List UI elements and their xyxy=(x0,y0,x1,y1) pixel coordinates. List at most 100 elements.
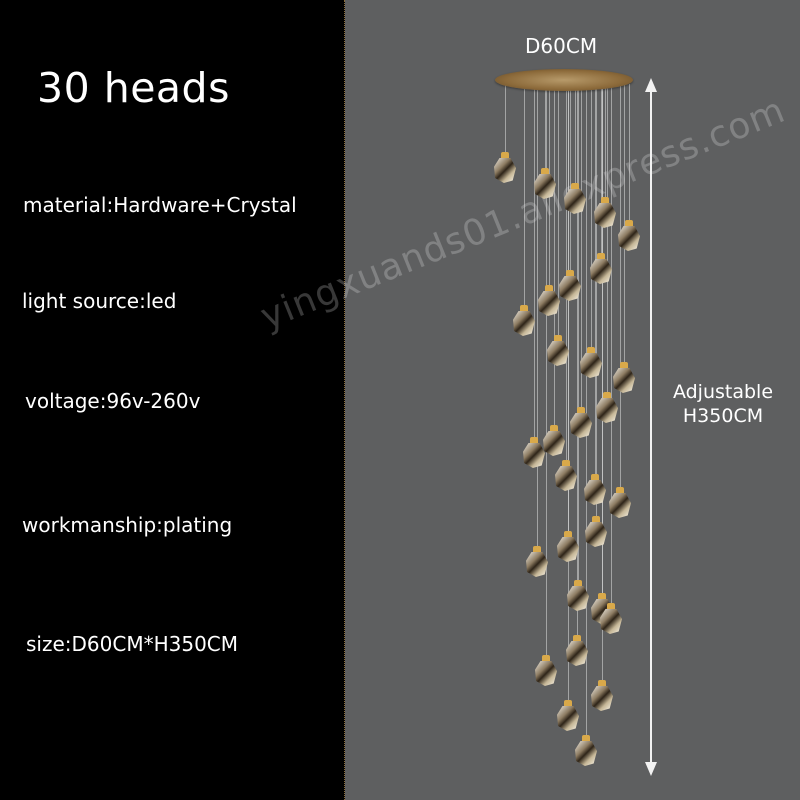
pendant-cap xyxy=(597,253,605,260)
ceiling-canopy xyxy=(495,69,633,91)
pendant-cap xyxy=(603,392,611,399)
crystal-pendant xyxy=(556,700,580,732)
pendant-wire xyxy=(570,84,571,270)
product-image-panel xyxy=(345,0,800,800)
diameter-label: D60CM xyxy=(525,34,598,58)
crystal-gem-icon xyxy=(570,413,592,438)
pendant-cap xyxy=(582,735,590,742)
crystal-gem-icon xyxy=(600,609,622,634)
crystal-gem-icon xyxy=(547,341,569,366)
crystal-pendant xyxy=(583,474,607,506)
crystal-gem-icon xyxy=(534,174,556,199)
pendant-wire xyxy=(546,84,547,655)
pendant-wire xyxy=(577,84,578,635)
crystal-gem-icon xyxy=(596,398,618,423)
pendant-wire xyxy=(568,84,569,700)
crystal-pendant xyxy=(589,253,613,285)
crystal-pendant xyxy=(542,425,566,457)
pendant-cap xyxy=(554,335,562,342)
pendant-cap xyxy=(564,531,572,538)
pendant-wire xyxy=(537,84,538,546)
crystal-pendant xyxy=(533,168,557,200)
pendant-wire xyxy=(611,84,612,603)
crystal-pendant xyxy=(563,183,587,215)
pendant-wire xyxy=(505,84,506,152)
crystal-gem-icon xyxy=(557,537,579,562)
crystal-pendant xyxy=(493,152,517,184)
crystal-pendant xyxy=(599,603,623,635)
crystal-gem-icon xyxy=(567,586,589,611)
pendant-cap xyxy=(545,285,553,292)
pendant-cap xyxy=(607,603,615,610)
crystal-gem-icon xyxy=(575,741,597,766)
crystal-gem-icon xyxy=(585,522,607,547)
pendant-wire xyxy=(602,84,603,680)
pendant-wire xyxy=(601,84,602,253)
crystal-pendant xyxy=(608,487,632,519)
pendant-cap xyxy=(591,474,599,481)
crystal-gem-icon xyxy=(609,493,631,518)
pendant-cap xyxy=(616,487,624,494)
height-dimension-line xyxy=(650,90,652,762)
pendant-cap xyxy=(530,437,538,444)
pendant-cap xyxy=(598,593,606,600)
crystal-pendant xyxy=(554,460,578,492)
crystal-pendant xyxy=(556,531,580,563)
crystal-pendant xyxy=(617,220,641,252)
pendant-cap xyxy=(587,347,595,354)
pendant-cap xyxy=(501,152,509,159)
crystal-gem-icon xyxy=(618,226,640,251)
crystal-pendant xyxy=(590,680,614,712)
crystal-gem-icon xyxy=(584,480,606,505)
pendant-cap xyxy=(598,680,606,687)
height-label-line2: H350CM xyxy=(682,405,764,427)
crystal-pendant xyxy=(534,655,558,687)
specs-panel: 30 heads material:Hardware+Crystal light… xyxy=(0,0,345,800)
pendant-cap xyxy=(601,197,609,204)
pendant-wire xyxy=(575,84,576,183)
arrow-up-icon xyxy=(645,78,657,92)
pendant-wire xyxy=(534,84,535,437)
crystal-gem-icon xyxy=(538,291,560,316)
pendant-wire xyxy=(554,84,555,425)
crystal-gem-icon xyxy=(559,276,581,301)
crystal-gem-icon xyxy=(557,706,579,731)
pendant-wire xyxy=(578,84,579,580)
crystal-pendant xyxy=(574,735,598,767)
crystal-pendant xyxy=(593,197,617,229)
height-label-line1: Adjustable xyxy=(672,381,774,403)
pendant-wire xyxy=(624,84,625,362)
crystal-gem-icon xyxy=(526,552,548,577)
pendant-cap xyxy=(564,700,572,707)
pendant-cap xyxy=(577,407,585,414)
crystal-pendant xyxy=(579,347,603,379)
crystal-pendant xyxy=(612,362,636,394)
pendant-cap xyxy=(592,516,600,523)
crystal-gem-icon xyxy=(594,203,616,228)
pendant-cap xyxy=(571,183,579,190)
crystal-pendant xyxy=(558,270,582,302)
crystal-gem-icon xyxy=(513,311,535,336)
crystal-pendant xyxy=(522,437,546,469)
pendant-cap xyxy=(550,425,558,432)
pendant-wire xyxy=(607,84,608,392)
spec-light-source: light source:led xyxy=(22,289,177,313)
crystal-gem-icon xyxy=(591,686,613,711)
heads-title: 30 heads xyxy=(37,64,230,112)
pendant-cap xyxy=(620,362,628,369)
height-label: Adjustable H350CM xyxy=(660,380,786,428)
pendant-wire xyxy=(591,84,592,347)
crystal-pendant xyxy=(569,407,593,439)
crystal-gem-icon xyxy=(523,443,545,468)
spec-size: size:D60CM*H350CM xyxy=(26,632,239,656)
pendant-wire xyxy=(629,84,630,220)
crystal-gem-icon xyxy=(494,158,516,183)
pendant-cap xyxy=(562,460,570,467)
crystal-gem-icon xyxy=(590,259,612,284)
pendant-cap xyxy=(520,305,528,312)
crystal-pendant xyxy=(537,285,561,317)
pendant-cap xyxy=(542,655,550,662)
pendant-cap xyxy=(533,546,541,553)
crystal-pendant xyxy=(584,516,608,548)
pendant-cap xyxy=(574,580,582,587)
